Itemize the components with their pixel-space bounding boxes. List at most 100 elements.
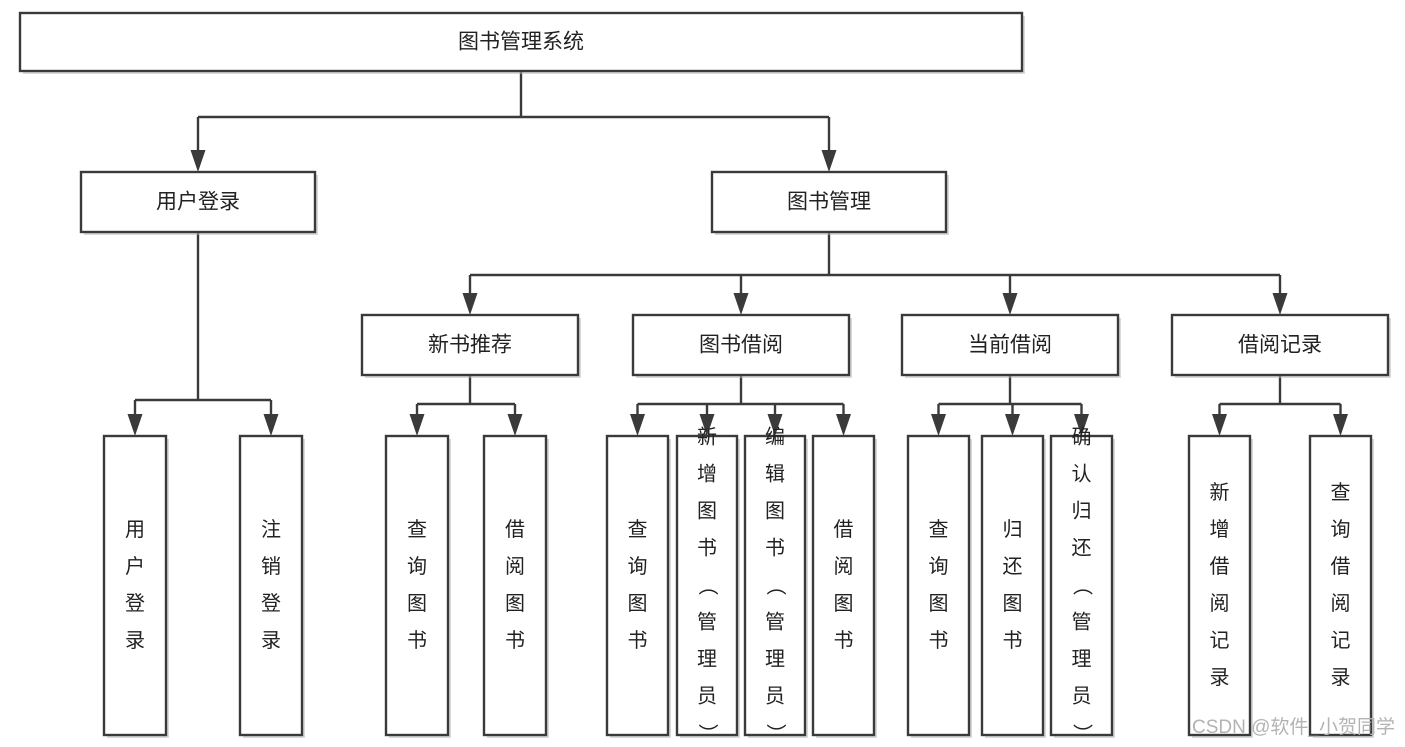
node-label-char: 理 [1072,649,1092,671]
node-label-char: 辑 [765,463,785,486]
node-label-char: 还 [1072,537,1092,560]
node-label-char: 借 [505,518,525,541]
node-outline [631,313,851,377]
connector-group-borrow_record [1212,375,1348,436]
arrow-head-current_borrow [1002,293,1018,315]
node-label: 新书推荐 [428,334,512,357]
arrow-head-book_borrow [733,293,749,315]
arrow-head-leaf_borrow_book_1 [507,414,523,436]
node-label-char: 图 [697,501,717,523]
node-outline [980,434,1045,737]
node-label-char: 用 [125,519,145,541]
node-label-char: 还 [1003,555,1023,578]
arrow-head-leaf_add_book [699,414,715,436]
arrow-head-leaf_user_login [127,414,143,436]
node-label-char: 归 [1072,500,1092,523]
node-borrow-record[interactable]: 借阅记录 [1170,313,1391,378]
node-outline [710,170,948,234]
node-label-char: 录 [1210,667,1230,689]
node-label-char: 归 [1003,518,1023,541]
node-label-char: 查 [407,518,427,541]
connector-group-user_login [127,232,279,436]
node-new-book-rec[interactable]: 新书推荐 [360,313,581,378]
node-label-char: 登 [261,592,281,615]
node-label-char: 询 [929,555,949,578]
node-label-char: 查 [929,518,949,541]
node-label-char: 记 [1331,629,1351,652]
node-label: 用户登录 [125,519,145,652]
node-label-char: （ [764,576,787,596]
node-label-char: 书 [697,537,717,560]
node-outline [743,434,807,737]
node-label-char: 录 [1331,667,1351,689]
node-outline [1187,434,1252,737]
node-label-char: 图 [407,593,427,615]
node-book-borrow[interactable]: 图书借阅 [631,313,852,378]
arrow-head-leaf_query_book_2 [630,414,645,436]
node-outline [900,313,1120,377]
node-outline [384,434,450,737]
node-outline [1170,313,1390,377]
node-label-char: 借 [1210,555,1230,578]
node-leaf-user-login[interactable]: 用户登录 [102,434,169,738]
node-label: 图书管理 [787,191,871,214]
node-outline [360,313,580,377]
node-label-char: 阅 [834,555,854,578]
node-outline [1049,434,1114,737]
node-label-char: 理 [697,649,717,671]
node-label-char: 录 [261,630,281,652]
node-label-char: ） [764,724,787,744]
connector-group-current_borrow [931,375,1089,436]
node-label-char: 图 [929,593,949,615]
node-label-char: 确 [1072,426,1092,449]
arrow-head-new_book_rec [462,293,478,315]
node-label-char: 阅 [1331,592,1351,615]
node-label-char: 询 [628,555,648,578]
arrow-head-leaf_logout [263,414,279,436]
node-label-char: 增 [1210,518,1230,541]
node-label-char: 阅 [505,555,525,578]
arrow-head-leaf_add_record [1212,414,1227,436]
node-label-char: 书 [929,629,949,652]
node-label-char: 图 [765,501,785,523]
node-label-char: 注 [261,518,281,541]
node-label-char: 编 [765,426,785,449]
node-label-char: 图 [1003,593,1023,615]
node-outline [482,434,548,737]
connector-group-book_manage [462,232,1288,315]
node-label-char: 询 [1331,518,1351,541]
node-label-char: 询 [407,555,427,578]
arrow-head-book_manage [821,150,837,172]
node-label-char: 记 [1210,629,1230,652]
node-current-borrow[interactable]: 当前借阅 [900,313,1121,378]
node-outline [102,434,168,737]
node-root[interactable]: 图书管理系统 [18,11,1025,74]
node-label-char: 认 [1072,463,1092,486]
node-label: 当前借阅 [968,334,1052,357]
node-outline [18,11,1024,73]
node-label-char: 图 [628,593,648,615]
node-label-char: 书 [505,629,525,652]
csdn-watermark: CSDN @软件_小贺同学 [1192,716,1395,738]
node-book-manage[interactable]: 图书管理 [710,170,949,235]
node-user-login[interactable]: 用户登录 [79,170,318,235]
